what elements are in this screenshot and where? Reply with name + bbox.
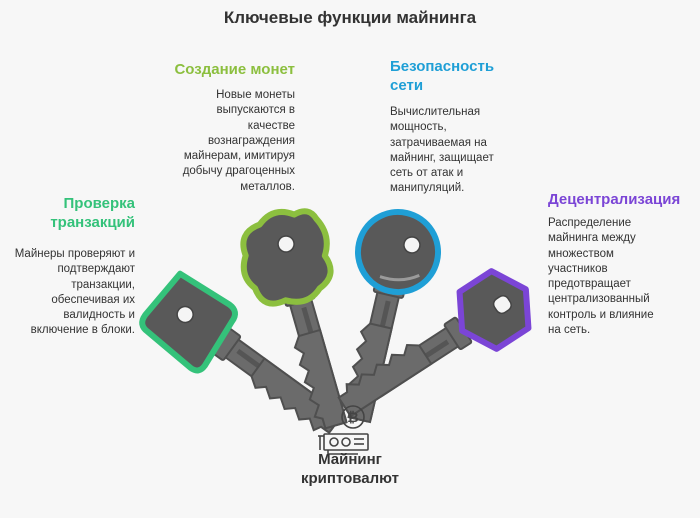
creation-heading: Создание монет <box>174 61 295 78</box>
security-description: Вычислительная мощность, затрачиваемая н… <box>390 106 494 195</box>
mining-label: Майнинг криптовалют <box>301 451 399 487</box>
creation-description: Новые монеты выпускаются в качестве возн… <box>182 89 295 193</box>
decentralization-key <box>333 268 532 421</box>
verification-heading: Проверка транзакций <box>50 195 135 231</box>
decentralization-description: Распределение майнинга между множеством … <box>548 217 654 337</box>
security-key <box>340 209 441 424</box>
verification-description: Майнеры проверяют и подтверждают транзак… <box>14 248 135 337</box>
verification-key <box>139 270 346 440</box>
decentralization-heading: Децентрализация <box>548 191 681 208</box>
svg-text:₿: ₿ <box>347 410 358 426</box>
page-title: Ключевые функции майнинга <box>223 8 477 27</box>
bitcoin-icon: ₿ <box>341 405 365 429</box>
creation-key <box>240 208 352 432</box>
graphics-card-icon <box>318 433 369 455</box>
security-heading: Безопасность сети <box>390 58 495 94</box>
